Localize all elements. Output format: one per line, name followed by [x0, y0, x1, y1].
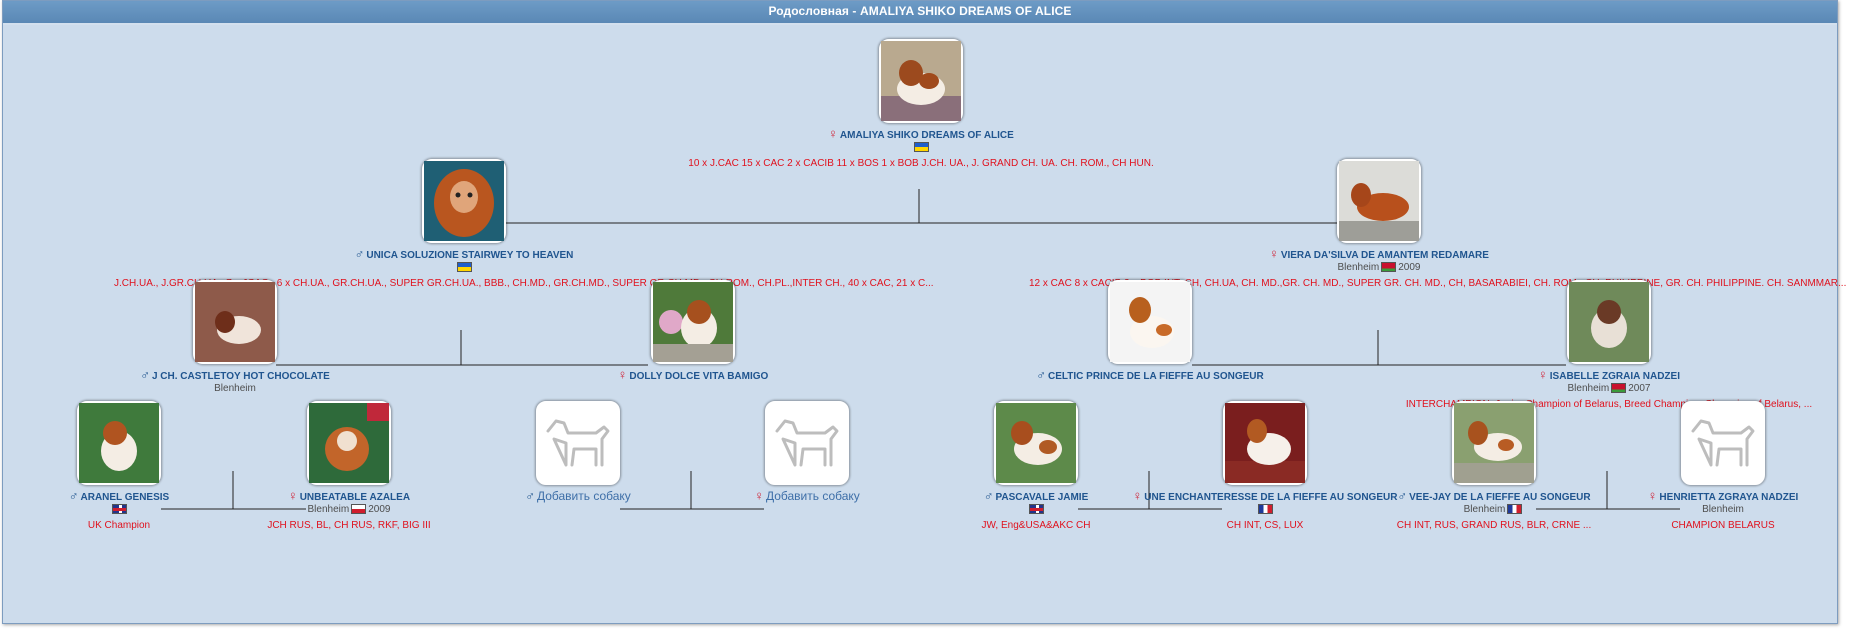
dog-name-link[interactable]: ♀VIERA DA'SILVA DE AMANTEM REDAMARE	[1269, 246, 1489, 261]
male-sign-icon: ♂	[354, 246, 365, 261]
add-dog-link[interactable]: ♂Добавить собаку	[525, 488, 631, 503]
female-sign-icon: ♀	[287, 488, 298, 503]
add-dog-photo[interactable]	[536, 401, 620, 485]
ukraine-flag-icon	[456, 262, 472, 273]
female-sign-icon: ♀	[617, 367, 628, 382]
dog-name-link[interactable]: ♂CELTIC PRINCE DE LA FIEFFE AU SONGEUR	[1036, 367, 1264, 382]
dog-meta	[771, 141, 1071, 154]
poland-flag-icon	[351, 504, 367, 515]
dog-photo[interactable]	[1337, 159, 1421, 243]
dog-meta: Blenheim	[214, 383, 256, 394]
pedigree-node-subject: ♀AMALIYA SHIKO DREAMS OF ALICE 10 x J.CA…	[688, 39, 1154, 170]
pedigree-connector-lines	[161, 189, 1680, 510]
dog-photo[interactable]	[193, 280, 277, 364]
dog-titles: 12 x CAC 8 x CACIB 2 x BOB INT. CH, CH.U…	[1029, 278, 1847, 289]
dog-photo[interactable]	[994, 401, 1078, 485]
female-sign-icon: ♀	[754, 488, 764, 503]
dog-titles: 10 x J.CAC 15 x CAC 2 x CACIB 11 x BOS 1…	[688, 158, 1154, 169]
dog-photo[interactable]	[651, 280, 735, 364]
dog-photo[interactable]	[1681, 401, 1765, 485]
pedigree-node-ggp-1: ♂ARANEL GENESIS UK Champion	[0, 401, 269, 532]
dog-photo[interactable]	[77, 401, 161, 485]
dog-name-link[interactable]: ♀UNBEATABLE AZALEA	[287, 488, 411, 503]
male-sign-icon: ♂	[1397, 488, 1408, 503]
pedigree-node-sire-dam: ♀DOLLY DOLCE VITA BAMIGO	[543, 280, 843, 382]
dog-meta: Blenheim	[1344, 503, 1644, 516]
belarus-flag-icon	[1611, 383, 1627, 394]
dog-name-link[interactable]: ♀AMALIYA SHIKO DREAMS OF ALICE	[828, 126, 1014, 141]
window-title: Родословная - AMALIYA SHIKO DREAMS OF AL…	[3, 1, 1837, 25]
dog-name-link[interactable]: ♀UNE ENCHANTERESSE DE LA FIEFFE AU SONGE…	[1132, 488, 1398, 503]
male-sign-icon: ♂	[1036, 367, 1046, 382]
dog-silhouette-icon	[775, 419, 839, 467]
dog-photo[interactable]	[879, 39, 963, 123]
dog-silhouette-icon	[546, 419, 610, 467]
pedigree-node-dam-sire: ♂CELTIC PRINCE DE LA FIEFFE AU SONGEUR	[1000, 280, 1300, 382]
dog-photo[interactable]	[1223, 401, 1307, 485]
pedigree-node-sire: ♂UNICA SOLUZIONE STAIRWEY TO HEAVEN J.CH…	[114, 159, 934, 290]
dog-titles: J.CH.UA., J.GR.CH.UA., 7 x JCAC., 6 x CH…	[114, 278, 934, 289]
ukraine-flag-icon	[913, 142, 929, 153]
dog-name-link[interactable]: ♂UNICA SOLUZIONE STAIRWEY TO HEAVEN	[354, 246, 574, 261]
dog-meta	[314, 261, 614, 274]
dog-meta	[0, 503, 269, 516]
female-sign-icon: ♀	[1647, 488, 1658, 503]
dog-silhouette-icon	[1691, 419, 1755, 467]
dog-titles: UK Champion	[87, 520, 151, 531]
female-sign-icon: ♀	[1269, 246, 1279, 261]
add-dog-link[interactable]: ♀Добавить собаку	[754, 488, 860, 503]
dog-titles: INTERCHAMPION, Junior Champion of Belaru…	[1405, 399, 1813, 410]
pedigree-window: Родословная - AMALIYA SHIKO DREAMS OF AL…	[0, 0, 1846, 624]
dog-photo[interactable]	[1452, 401, 1536, 485]
pedigree-node-ggp-5: ♂PASCAVALE JAMIE JW, Eng&USA&AKC CH	[886, 401, 1186, 532]
add-dog-photo[interactable]	[765, 401, 849, 485]
male-sign-icon: ♂	[525, 488, 535, 503]
dog-meta: Blenheim	[1702, 504, 1744, 515]
dog-titles: CH INT, RUS, GRAND RUS, BLR, CRNE ...	[1396, 520, 1592, 531]
dog-photo[interactable]	[422, 159, 506, 243]
dog-name-link[interactable]: ♂PASCAVALE JAMIE	[983, 488, 1089, 503]
pedigree-node-dam: ♀VIERA DA'SILVA DE AMANTEM REDAMARE Blen…	[1029, 159, 1846, 290]
uk-flag-icon	[111, 504, 127, 515]
male-sign-icon: ♂	[140, 367, 150, 382]
dog-meta	[1115, 503, 1415, 516]
dog-titles: CHAMPION BELARUS	[1671, 520, 1775, 531]
dog-titles: CH INT, CS, LUX	[1226, 520, 1304, 531]
male-sign-icon: ♂	[983, 488, 994, 503]
dog-name-link[interactable]: ♂J CH. CASTLETOY HOT CHOCOLATE	[140, 367, 330, 382]
dog-name-link[interactable]: ♀DOLLY DOLCE VITA BAMIGO	[617, 367, 769, 382]
pedigree-node-sire-sire: ♂J CH. CASTLETOY HOT CHOCOLATE Blenheim	[85, 280, 385, 395]
female-sign-icon: ♀	[828, 126, 838, 141]
pedigree-node-ggp-6: ♀UNE ENCHANTERESSE DE LA FIEFFE AU SONGE…	[1115, 401, 1415, 532]
male-sign-icon: ♂	[68, 488, 79, 503]
dog-photo[interactable]	[1567, 280, 1651, 364]
female-sign-icon: ♀	[1132, 488, 1143, 503]
dog-titles: JW, Eng&USA&AKC CH	[981, 520, 1091, 531]
france-flag-icon	[1257, 504, 1273, 515]
dog-photo[interactable]	[1108, 280, 1192, 364]
uk-flag-icon	[1028, 504, 1044, 515]
pedigree-node-ggp-3: ♂Добавить собаку	[428, 401, 728, 502]
pedigree-node-ggp-4: ♀Добавить собаку	[657, 401, 957, 502]
dog-name-link[interactable]: ♀HENRIETTA ZGRAYA NADZEI	[1647, 488, 1799, 503]
dog-meta	[886, 503, 1186, 516]
france-flag-icon	[1507, 504, 1523, 515]
female-sign-icon: ♀	[1538, 367, 1548, 382]
belarus-flag-icon	[1381, 262, 1397, 273]
pedigree-node-ggp-8: ♀HENRIETTA ZGRAYA NADZEI Blenheim CHAMPI…	[1573, 401, 1873, 532]
dog-name-link[interactable]: ♂VEE-JAY DE LA FIEFFE AU SONGEUR	[1397, 488, 1591, 503]
pedigree-node-ggp-7: ♂VEE-JAY DE LA FIEFFE AU SONGEUR Blenhei…	[1344, 401, 1644, 532]
dog-name-link[interactable]: ♀ISABELLE ZGRAIA NADZEI	[1538, 367, 1680, 382]
dog-titles: JCH RUS, BL, CH RUS, RKF, BIG III	[267, 520, 431, 531]
dog-name-link[interactable]: ♂ARANEL GENESIS	[68, 488, 170, 503]
dog-photo[interactable]	[307, 401, 391, 485]
